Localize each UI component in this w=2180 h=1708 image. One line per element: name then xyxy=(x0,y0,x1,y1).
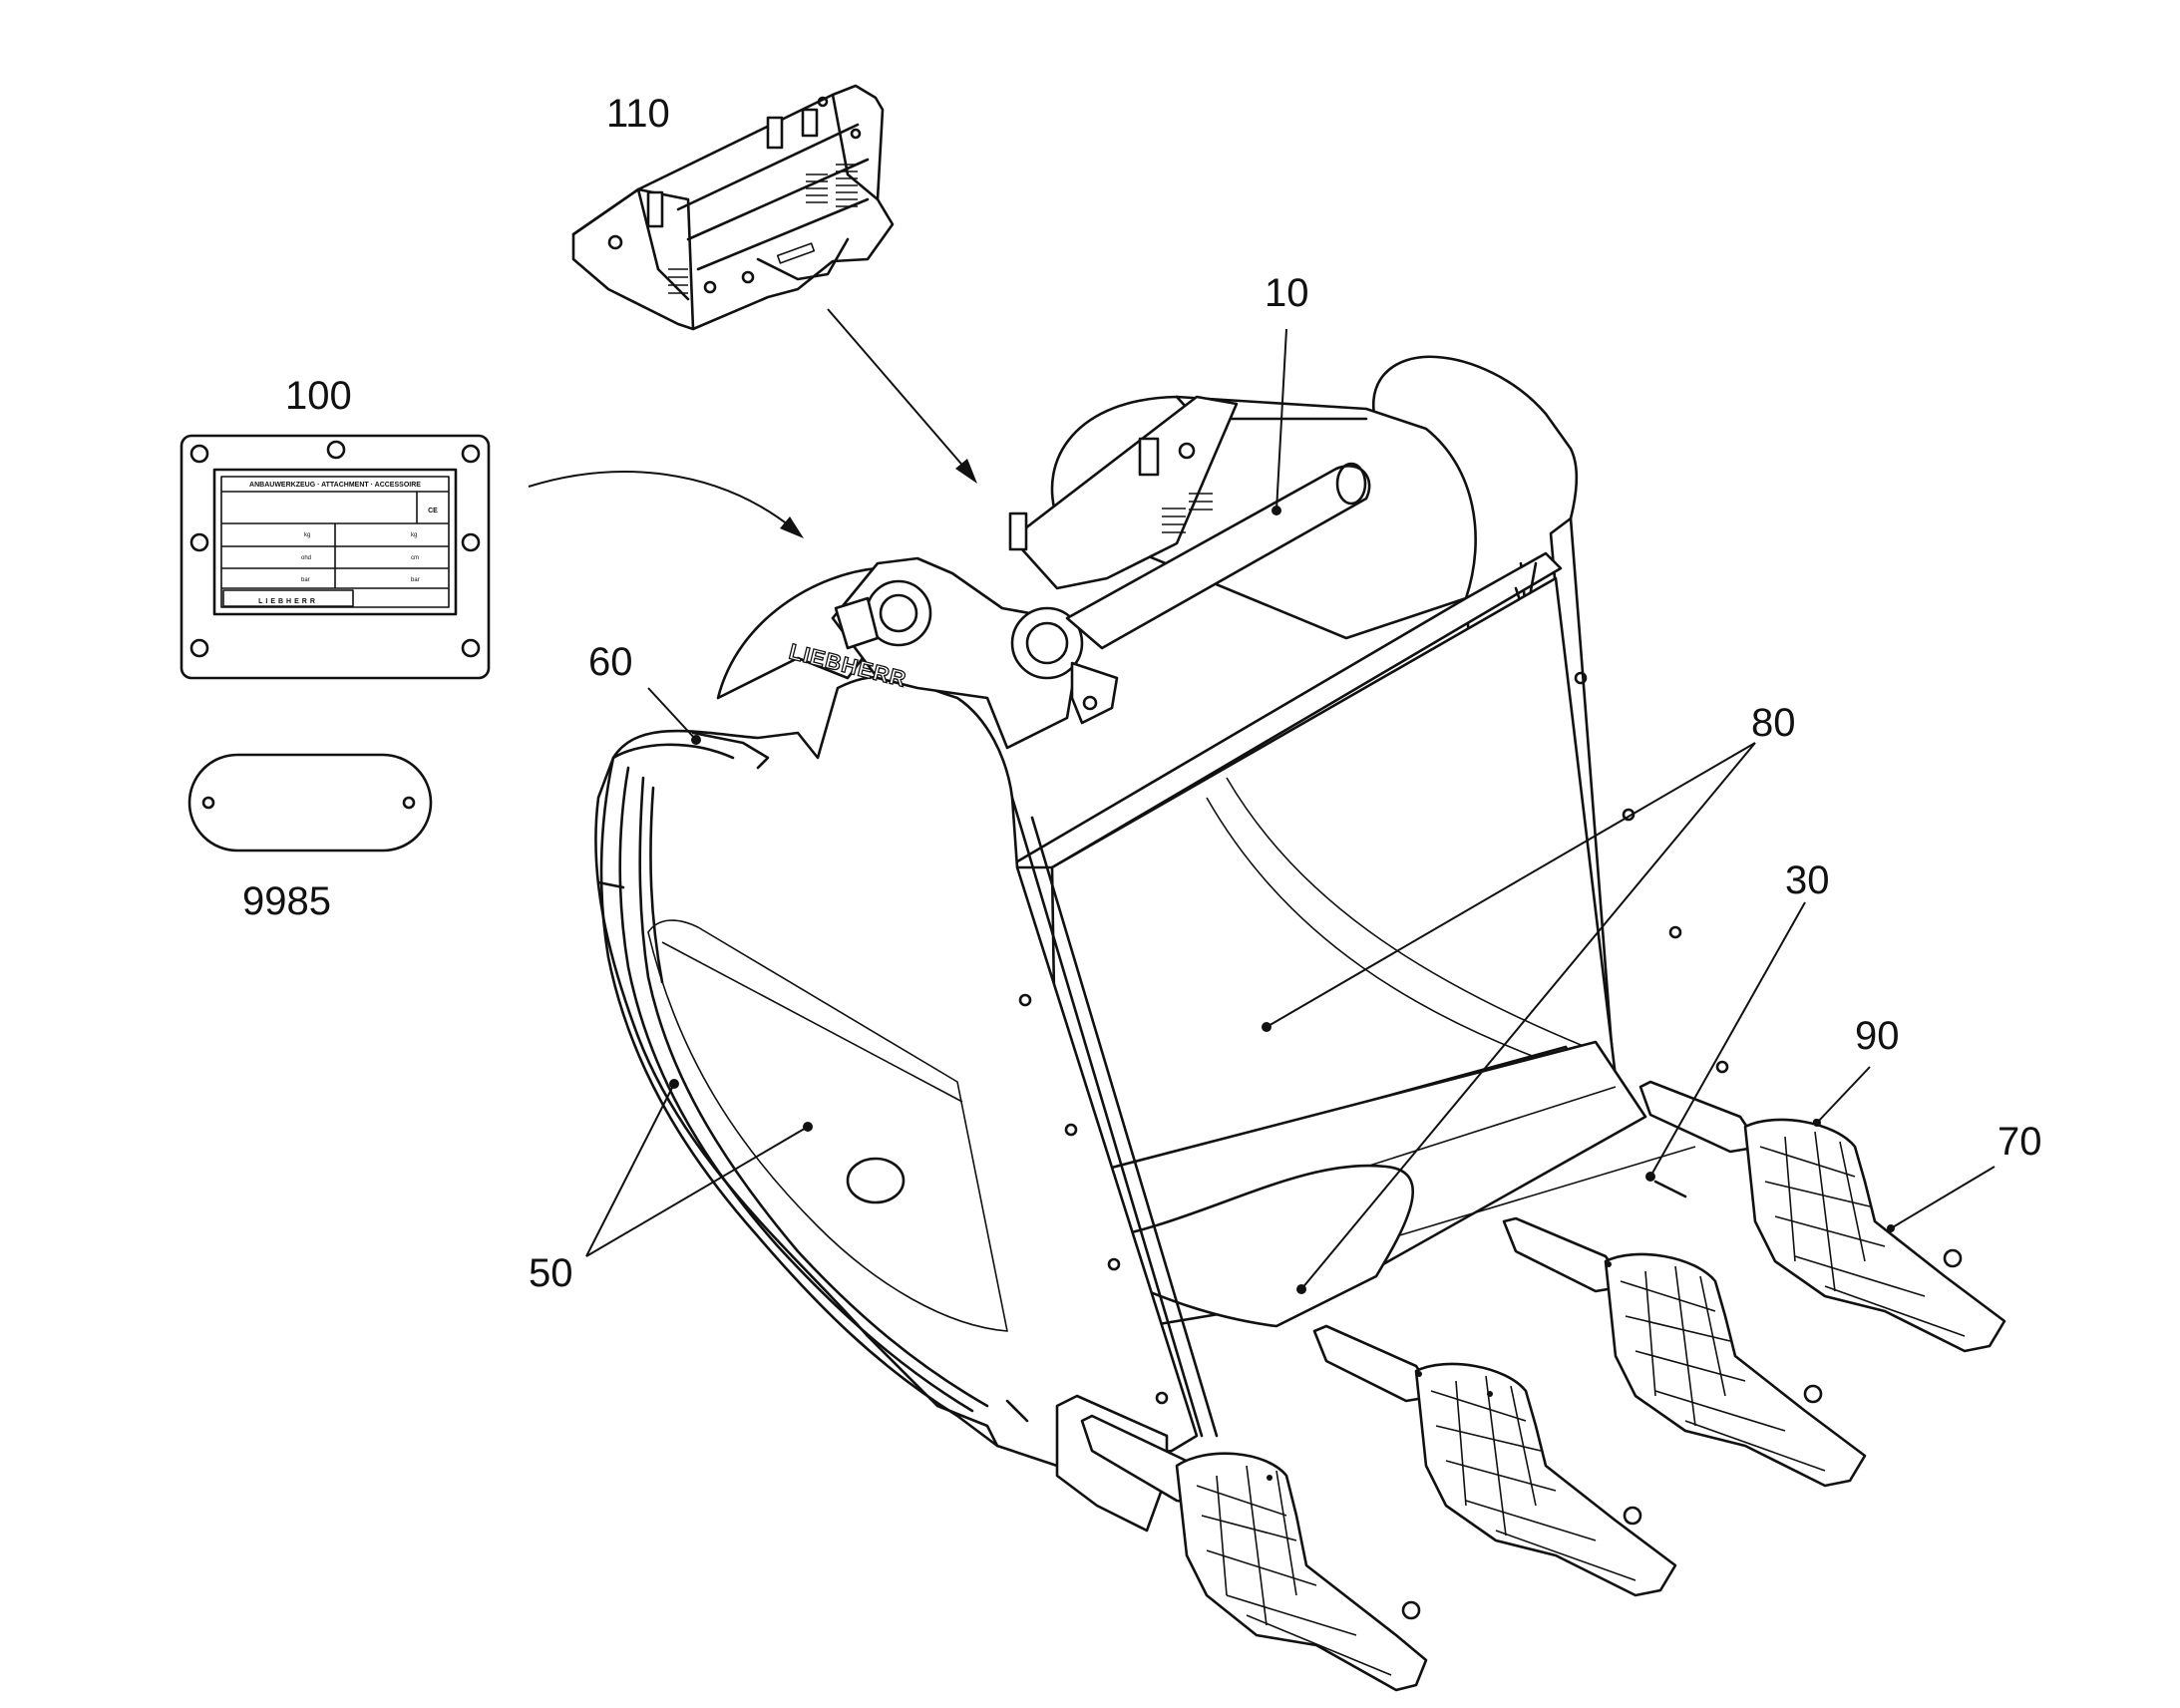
assembly-arrows xyxy=(528,308,977,538)
oval-plate-9985 xyxy=(187,753,433,853)
nameplate-100: ANBAUWERKZEUG · ATTACHMENT · ACCESSOIRE … xyxy=(180,434,491,680)
leader-lines xyxy=(585,328,1996,1294)
arrowhead xyxy=(955,459,977,484)
numeral-30: 30 xyxy=(1785,858,1830,902)
assembly-arrow xyxy=(528,471,794,529)
arrowhead xyxy=(780,516,804,538)
excavator-bucket-10: LIEBHERR xyxy=(594,355,1729,1533)
unit-label: kg xyxy=(304,532,310,538)
numeral-60: 60 xyxy=(588,640,633,684)
teeth-row xyxy=(1080,1080,2006,1692)
unit-label: kg xyxy=(411,532,417,538)
numeral-100: 100 xyxy=(285,374,352,418)
numeral-110: 110 xyxy=(606,92,670,136)
tooth-adapter-2 xyxy=(1312,1324,1677,1597)
tooth-adapter-1 xyxy=(1080,1414,1428,1692)
numeral-80: 80 xyxy=(1751,701,1796,745)
unit-label: bar xyxy=(411,577,420,583)
mounting-hole xyxy=(189,440,481,658)
numeral-10: 10 xyxy=(1265,271,1309,315)
tooth-adapter-3 xyxy=(1502,1216,1867,1488)
numeral-70: 70 xyxy=(1998,1120,2042,1164)
unit-label: bar xyxy=(301,577,310,583)
nameplate-header: ANBAUWERKZEUG · ATTACHMENT · ACCESSOIRE xyxy=(249,482,421,489)
unit-label: ohd xyxy=(301,555,311,561)
assembly-arrow xyxy=(827,308,973,478)
unit-label: cm xyxy=(411,555,419,561)
reference-numerals: 110 100 10 60 80 30 90 70 50 9985 xyxy=(242,92,2042,1295)
nameplate-brand: LIEBHERR xyxy=(258,598,318,605)
tooth-adapter-4 xyxy=(1638,1080,2006,1353)
quick-coupler-110 xyxy=(571,84,895,331)
ce-mark: CE xyxy=(428,508,438,514)
numeral-50: 50 xyxy=(529,1251,573,1295)
numeral-9985: 9985 xyxy=(242,879,331,923)
numeral-90: 90 xyxy=(1855,1014,1900,1058)
